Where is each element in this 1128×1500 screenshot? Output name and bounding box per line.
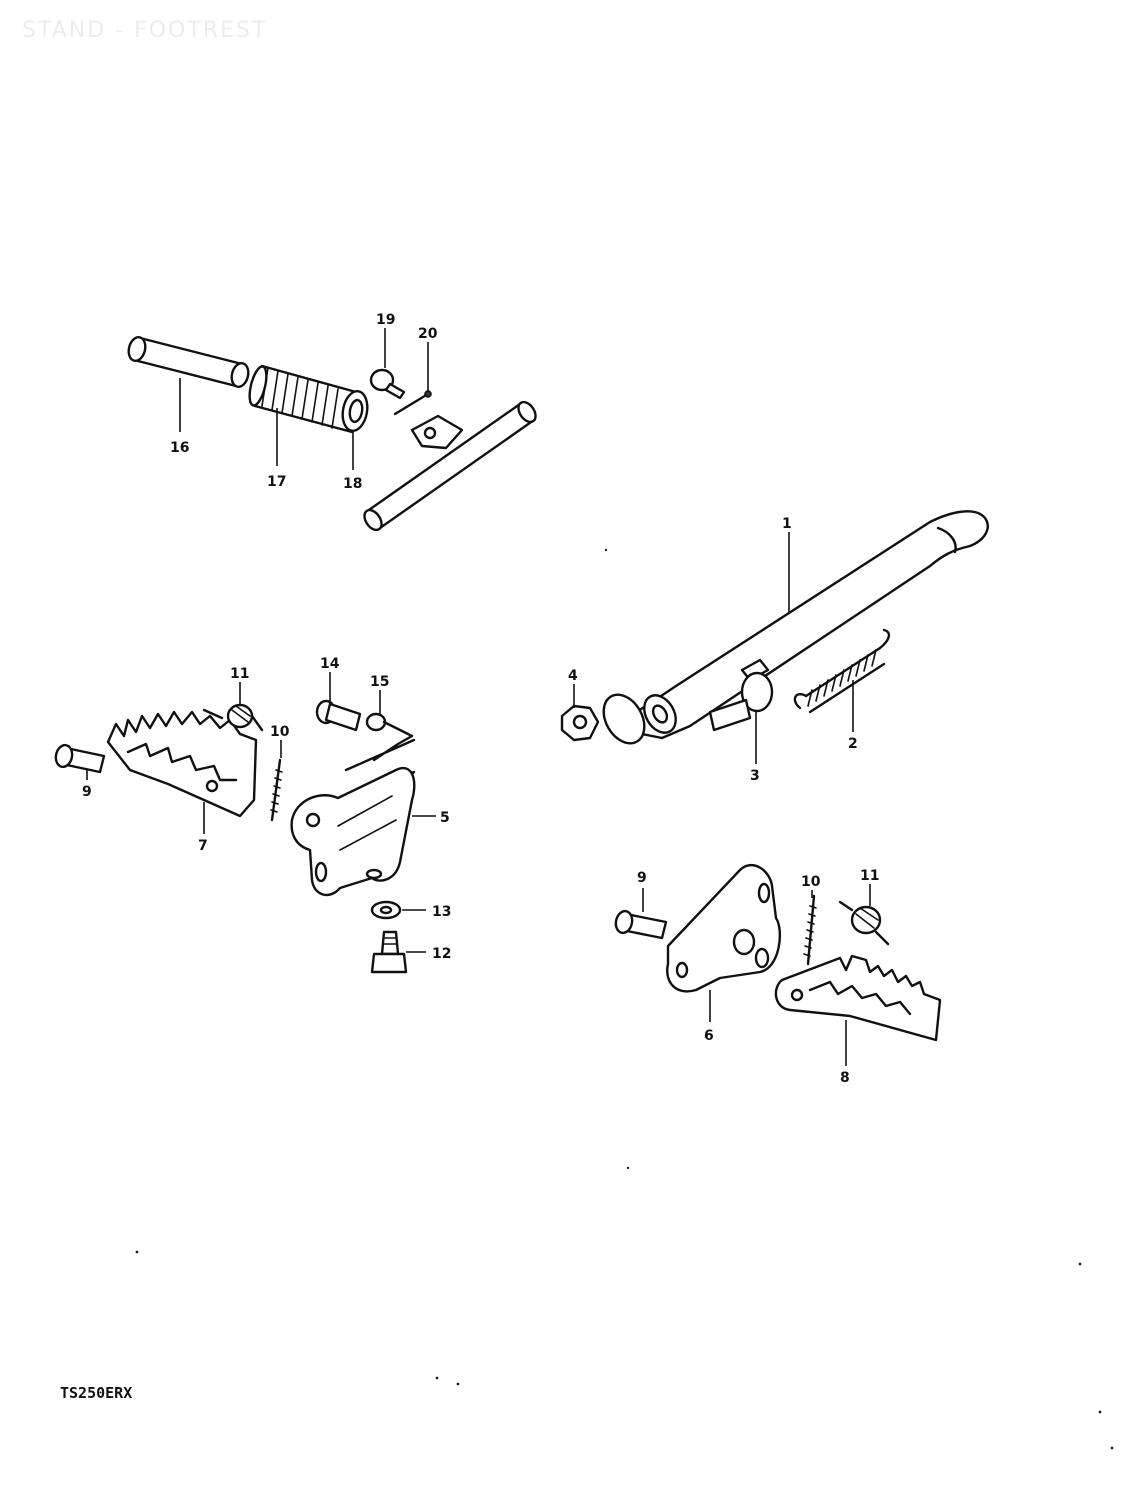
bolt-part-12 <box>370 930 408 974</box>
callout-4: 4 <box>568 668 578 684</box>
spring-part-10-right <box>803 894 817 966</box>
callout-2: 2 <box>848 736 858 752</box>
callout-9-left: 9 <box>82 784 92 800</box>
return-spring-part-2 <box>793 628 891 714</box>
model-code-label: TS250ERX <box>60 1384 133 1402</box>
callout-19: 19 <box>376 312 395 328</box>
footrest-bracket-part-6 <box>666 863 782 993</box>
footrest-bracket-part-5 <box>290 766 416 897</box>
callout-20: 20 <box>418 326 438 342</box>
torsion-spring-part-11-right <box>838 900 890 946</box>
callout-9-right: 9 <box>637 870 647 886</box>
washer-part-13 <box>370 900 402 920</box>
callout-18: 18 <box>343 476 362 492</box>
nut-part-4 <box>560 704 600 742</box>
callout-14: 14 <box>320 656 340 672</box>
callout-11-right: 11 <box>860 868 879 884</box>
callout-11-left: 11 <box>230 666 249 682</box>
callout-15: 15 <box>370 674 389 690</box>
clevis-pin-part-14 <box>315 699 362 732</box>
footrest-plate-part-8 <box>774 954 942 1042</box>
callout-6: 6 <box>704 1028 714 1044</box>
pivot-bolt-part-3 <box>708 671 774 732</box>
clevis-pin-part-19 <box>369 368 406 400</box>
callout-1: 1 <box>782 516 792 532</box>
callout-16: 16 <box>170 440 189 456</box>
callout-12: 12 <box>432 946 451 962</box>
footrest-plate-part-7 <box>106 710 258 818</box>
pin-part-9-right <box>614 909 668 940</box>
clip-part-15 <box>344 712 416 772</box>
spring-part-10-left <box>270 758 283 822</box>
callout-8: 8 <box>840 1070 850 1086</box>
leader-lines <box>86 328 871 1066</box>
rubber-cover-part-17 <box>248 364 358 434</box>
callout-3: 3 <box>750 768 760 784</box>
cotter-pin-part-20 <box>393 390 432 416</box>
callout-13: 13 <box>432 904 451 920</box>
scan-specks <box>135 548 1114 1450</box>
torsion-spring-part-11-left <box>202 703 264 732</box>
footrest-shaft-part-16 <box>127 335 250 389</box>
callout-10-right: 10 <box>801 874 821 890</box>
pin-part-9-left <box>54 743 106 774</box>
callout-7: 7 <box>198 838 208 854</box>
callout-17: 17 <box>267 474 286 490</box>
diagram-title: STAND - FOOTREST <box>22 18 268 43</box>
side-stand-part-1 <box>602 510 989 745</box>
frame-tube-bracket <box>363 400 537 532</box>
callout-10-left: 10 <box>270 724 290 740</box>
callout-5: 5 <box>440 810 450 826</box>
callout-labels: 1 2 3 4 5 6 7 8 9 9 10 10 11 11 12 13 14… <box>82 312 879 1086</box>
end-ring-part-18 <box>341 389 369 433</box>
